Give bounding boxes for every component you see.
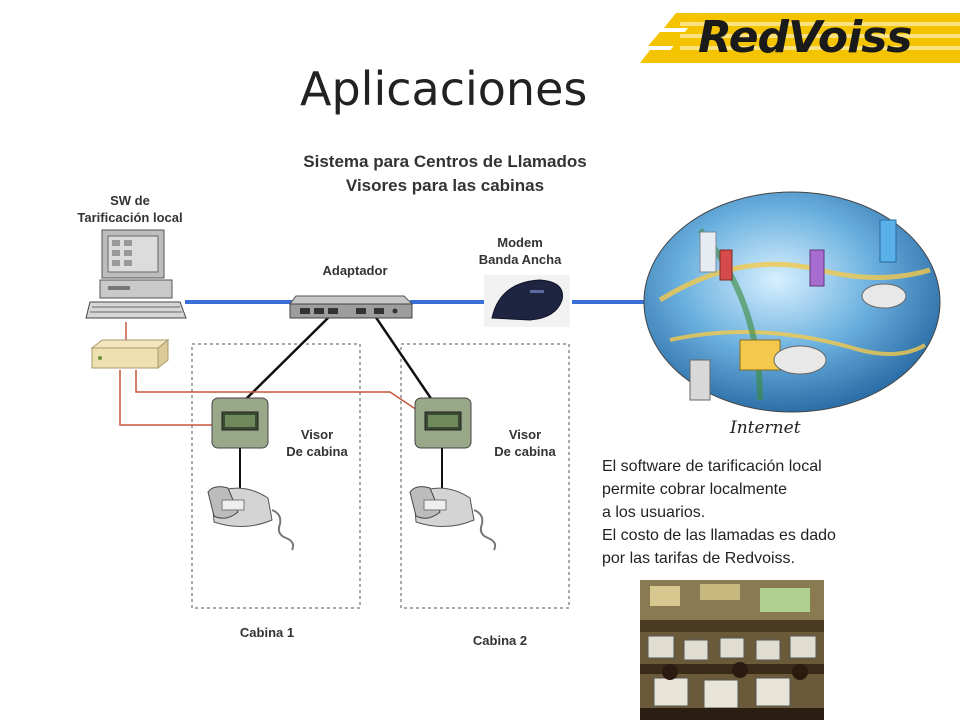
- phone-line-box-visor-1: [119, 370, 212, 426]
- computer-icon: [85, 229, 187, 319]
- cable-adapter-visor-2: [373, 315, 434, 401]
- visor-1-label-line-1: Visor: [300, 427, 334, 442]
- cabina-2-label: Cabina 2: [472, 633, 528, 648]
- cable-adapter-visor-1: [244, 315, 331, 401]
- description-line-2: permite cobrar localmente: [602, 481, 787, 498]
- visor-1-label-line-2: De cabina: [286, 444, 348, 459]
- cabina-2-box: [400, 343, 570, 609]
- visor-2-icon: [414, 397, 472, 449]
- internet-label: Internet: [730, 418, 801, 438]
- description-line-5: por las tarifas de Redvoiss.: [602, 550, 795, 567]
- logo-stripes: [640, 13, 960, 63]
- visor-2-label-line-1: Visor: [508, 427, 542, 442]
- beige-box-icon: [90, 338, 170, 370]
- subtitle-line-2: Visores para las cabinas: [345, 176, 545, 195]
- visor-1-label: Visor De cabina: [272, 426, 362, 460]
- brand-logo: RedVoiss: [640, 8, 960, 68]
- logo-text: RedVoiss: [698, 12, 913, 63]
- cabina-1-box: [191, 343, 361, 609]
- phone-2-icon: [409, 486, 497, 551]
- phone-1-icon: [207, 486, 295, 551]
- sw-label-line-1: SW de: [110, 193, 150, 208]
- sw-label-line-2: Tarificación local: [77, 210, 183, 225]
- modem-label: Modem Banda Ancha: [460, 234, 580, 268]
- visor-1-icon: [211, 397, 269, 449]
- visor-2-label: Visor De cabina: [480, 426, 570, 460]
- modem-icon: [484, 275, 570, 327]
- description-line-3: a los usuarios.: [602, 504, 706, 521]
- call-center-photo: [640, 580, 824, 720]
- description-line-4: El costo de las llamadas es dado: [602, 527, 836, 544]
- cabina-1-label: Cabina 1: [239, 625, 295, 640]
- phone-line-box-visor-2: [135, 370, 421, 413]
- internet-globe-icon: [643, 191, 941, 413]
- description-text: El software de tarificación local permit…: [602, 455, 902, 570]
- adaptador-label: Adaptador: [322, 263, 388, 278]
- modem-label-line-2: Banda Ancha: [478, 252, 562, 267]
- page-title: Aplicaciones: [300, 62, 588, 116]
- modem-label-line-1: Modem: [497, 235, 543, 250]
- subtitle-line-1: Sistema para Centros de Llamados: [303, 152, 587, 171]
- adapter-icon: [289, 295, 414, 319]
- sw-label: SW de Tarificación local: [60, 192, 200, 226]
- description-line-1: El software de tarificación local: [602, 458, 822, 475]
- diagram-subtitle: Sistema para Centros de Llamados Visores…: [230, 150, 660, 198]
- visor-2-label-line-2: De cabina: [494, 444, 556, 459]
